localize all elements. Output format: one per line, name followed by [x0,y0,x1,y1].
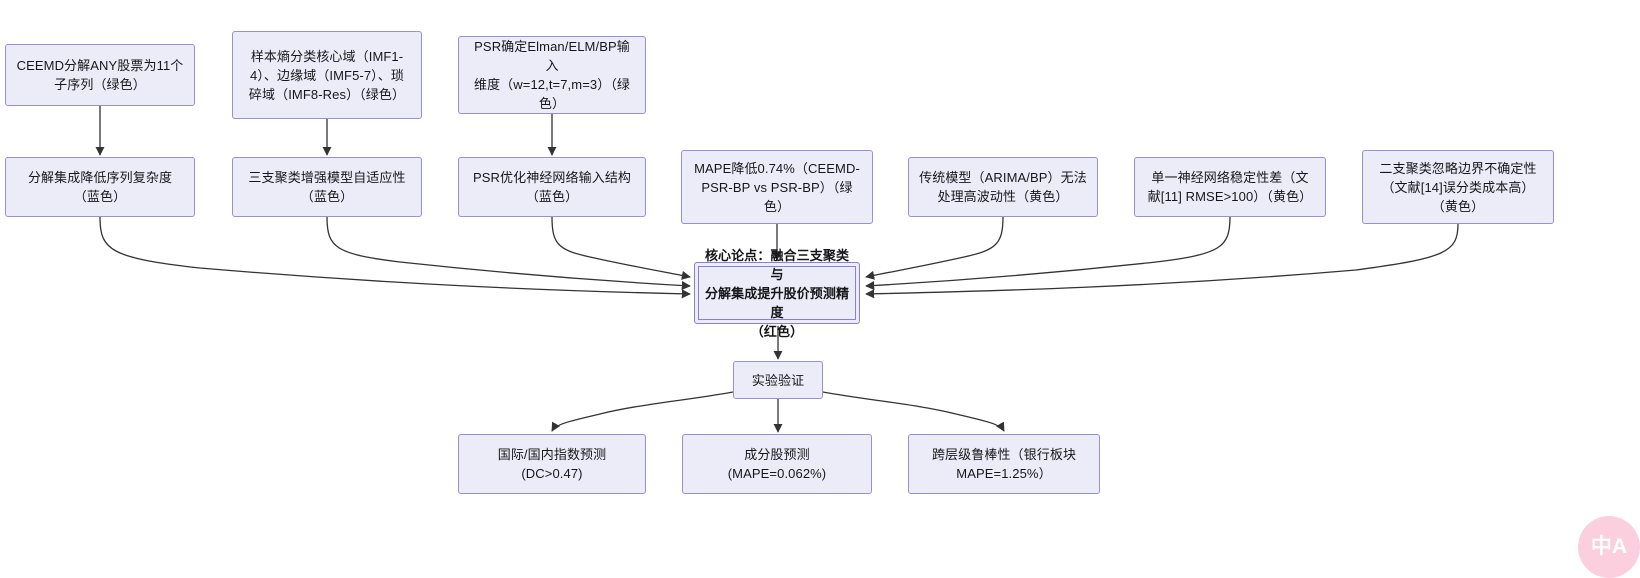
node-label: CEEMD分解ANY股票为11个 子序列（绿色） [16,58,184,92]
node-label: 国际/国内指数预测 (DC>0.47) [497,447,607,481]
node-index-forecast-result[interactable]: 国际/国内指数预测 (DC>0.47) [458,434,646,494]
node-psr-input-dimension[interactable]: PSR确定Elman/ELM/BP输入 维度（w=12,t=7,m=3）（绿 色… [458,36,646,114]
node-label: 成分股预测 (MAPE=0.062%) [727,447,827,481]
watermark-badge: 中A [1578,516,1640,578]
node-label: 分解集成降低序列复杂度 （蓝色） [27,170,173,204]
node-label: PSR确定Elman/ELM/BP输入 维度（w=12,t=7,m=3）（绿 色… [473,39,631,111]
node-traditional-model-limitation[interactable]: 传统模型（ARIMA/BP）无法 处理高波动性（黄色） [908,157,1098,217]
node-cross-level-robustness-result[interactable]: 跨层级鲁棒性（银行板块 MAPE=1.25%） [908,434,1100,494]
node-constituent-stock-result[interactable]: 成分股预测 (MAPE=0.062%) [682,434,872,494]
watermark-label: 中A [1590,535,1628,558]
node-ceemd-decomposition[interactable]: CEEMD分解ANY股票为11个 子序列（绿色） [5,44,195,106]
edge-n6-core [551,216,691,280]
node-label: 传统模型（ARIMA/BP）无法 处理高波动性（黄色） [919,170,1087,204]
edge-n11-n14 [822,391,1005,432]
node-three-way-clustering-adaptivity[interactable]: 三支聚类增强模型自适应性 （蓝色） [232,157,422,217]
node-core-claim[interactable]: 核心论点：融合三支聚类与 分解集成提升股价预测精度 （红色） [694,248,860,339]
node-label: 跨层级鲁棒性（银行板块 MAPE=1.25%） [931,447,1077,481]
node-label: MAPE降低0.74%（CEEMD- PSR-BP vs PSR-BP）（绿 色… [694,160,860,214]
node-psr-optimizes-network-input[interactable]: PSR优化神经网络输入结构 （蓝色） [458,157,646,217]
edge-n4-core [99,216,691,299]
node-decomposition-reduces-complexity[interactable]: 分解集成降低序列复杂度 （蓝色） [5,157,195,217]
node-label: 实验验证 [751,372,805,388]
node-label: 单一神经网络稳定性差（文 献[11] RMSE>100）（黄色） [1147,170,1313,204]
node-label: 二支聚类忽略边界不确定性 （文献[14]误分类成本高） （黄色） [1379,160,1537,214]
node-label: 核心论点：融合三支聚类与 分解集成提升股价预测精度 （红色） [704,247,850,339]
node-label: PSR优化神经网络输入结构 （蓝色） [472,170,632,204]
edge-n5-core [326,216,691,291]
node-two-way-clustering-limitation[interactable]: 二支聚类忽略边界不确定性 （文献[14]误分类成本高） （黄色） [1362,150,1554,224]
node-label: 样本熵分类核心域（IMF1- 4）、边缘域（IMF5-7）、琐 碎域（IMF8-… [248,48,406,102]
edge-n9-core [865,216,1231,291]
node-single-network-instability[interactable]: 单一神经网络稳定性差（文 献[11] RMSE>100）（黄色） [1134,157,1326,217]
node-sample-entropy-classification[interactable]: 样本熵分类核心域（IMF1- 4）、边缘域（IMF5-7）、琐 碎域（IMF8-… [232,31,422,119]
edge-n8-core [865,216,1004,280]
edge-n11-n12 [551,391,734,432]
node-experimental-validation[interactable]: 实验验证 [733,361,823,399]
edge-n10-core [865,223,1459,299]
node-mape-improvement[interactable]: MAPE降低0.74%（CEEMD- PSR-BP vs PSR-BP）（绿 色… [681,150,873,224]
node-label: 三支聚类增强模型自适应性 （蓝色） [248,170,406,204]
